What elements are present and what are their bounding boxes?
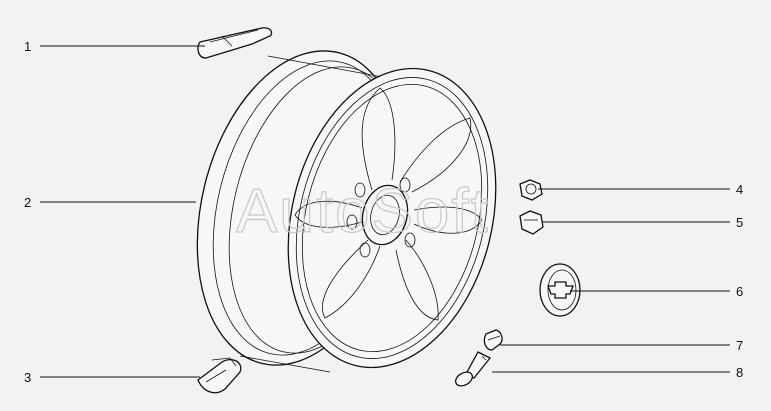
tire-valve — [454, 351, 492, 387]
callout-7: 7 — [736, 338, 743, 353]
callout-8: 8 — [736, 365, 743, 380]
leader-lines — [40, 45, 730, 378]
valve-cap — [483, 329, 503, 351]
callout-4: 4 — [736, 182, 743, 197]
callout-5: 5 — [736, 215, 743, 230]
wheel-cap-nut — [519, 210, 544, 235]
balance-weight-bottom — [197, 357, 242, 394]
watermark-text: AutoSoft — [236, 177, 490, 246]
center-cap — [539, 263, 581, 317]
callout-3: 3 — [24, 370, 31, 385]
callout-2: 2 — [24, 195, 31, 210]
wheel-nut — [519, 179, 543, 201]
callout-1: 1 — [24, 39, 31, 54]
callout-6: 6 — [736, 284, 743, 299]
balance-weight-top — [197, 27, 273, 59]
wheel-rim — [196, 50, 497, 373]
